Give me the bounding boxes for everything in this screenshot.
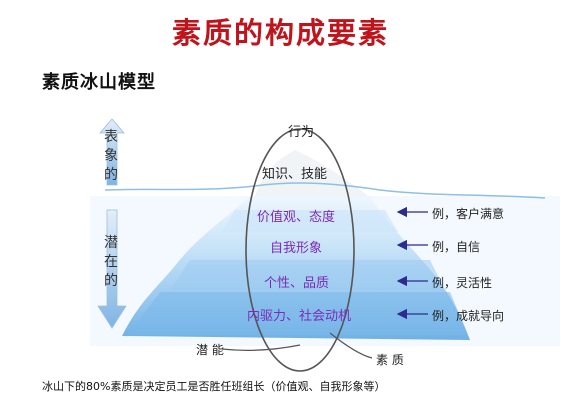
- quality-label: 素 质: [376, 353, 404, 367]
- layer-self-image: 自我形象: [270, 241, 323, 256]
- layer-personality: 个性、品质: [264, 276, 330, 291]
- layer-band-personality: [170, 260, 445, 290]
- surface-up-arrow: [99, 118, 125, 186]
- layer-behavior: 行为: [288, 125, 315, 140]
- water-line: [104, 182, 546, 199]
- core-ellipse: [245, 128, 355, 372]
- diagram-subtitle: 素质冰山模型: [42, 72, 156, 93]
- hidden-down-arrow: [97, 209, 127, 329]
- hidden-label: 潜在的: [104, 235, 118, 289]
- footnote-caption: 冰山下的80%素质是决定员工是否胜任班组长（价值观、自我形象等）: [42, 380, 386, 393]
- surface-label: 表象的: [104, 129, 118, 183]
- potential-connector: [221, 344, 301, 352]
- layer-band-values: [222, 210, 398, 232]
- layer-band-motivation: [128, 292, 468, 335]
- potential-label: 潜 能: [196, 343, 224, 357]
- layer-knowledge: 知识、技能: [262, 167, 328, 182]
- example-self-image: 例，自信: [432, 240, 481, 254]
- example-motivation: 例，成就导向: [432, 309, 505, 323]
- page-title: 素质的构成要素: [171, 16, 389, 50]
- layer-motivation: 内驱力、社会动机: [247, 309, 352, 324]
- example-personality: 例，灵活性: [432, 276, 493, 290]
- example-values: 例，客户满意: [432, 207, 505, 221]
- quality-connector: [329, 332, 373, 359]
- layer-values: 价值观、态度: [257, 210, 336, 225]
